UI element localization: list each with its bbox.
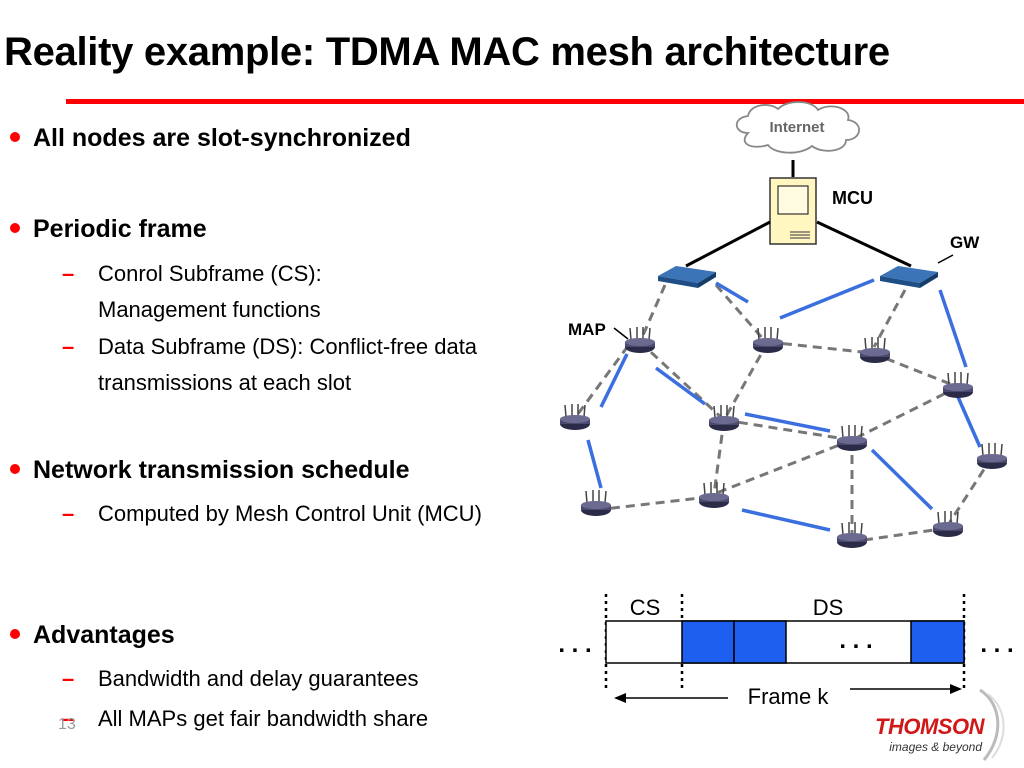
bullet-text: Advantages: [33, 621, 175, 649]
link: [654, 366, 707, 406]
slide-title: Reality example: TDMA MAC mesh architect…: [4, 30, 890, 74]
dash-icon: –: [62, 334, 75, 359]
logo-tagline: images & beyond: [889, 740, 982, 754]
sub-bullet-cs: – Conrol Subframe (CS): Management funct…: [62, 256, 392, 328]
link: [595, 496, 701, 512]
link: [938, 289, 968, 368]
page-number: 13: [58, 716, 76, 733]
ds-slot: [910, 620, 965, 664]
gateway-right-icon: [880, 266, 938, 288]
bullet-dot-icon: [10, 132, 20, 143]
mesh-router-icon: [836, 521, 868, 549]
bullet-slot-sync: All nodes are slot-synchronized: [10, 124, 411, 153]
dash-icon: –: [62, 261, 75, 286]
mesh-router-icon: [752, 326, 784, 354]
link: [714, 284, 766, 341]
mesh-router-icon: [708, 404, 740, 432]
mesh-router-icon: [976, 442, 1008, 470]
arrow-left-icon: [614, 693, 626, 703]
bullet-advantages: Advantages: [10, 621, 175, 650]
link: [722, 341, 770, 421]
mesh-router-icon: [624, 326, 656, 354]
mesh-router-icon: [932, 510, 964, 538]
frame-label: Frame k: [748, 684, 830, 709]
internet-label: Internet: [769, 119, 824, 136]
link: [599, 353, 629, 408]
sub-bullet-ds: – Data Subframe (DS): Conflict-free data…: [62, 329, 532, 401]
mesh-router-icon: [580, 489, 612, 517]
mcu-gw-right-link: [816, 220, 912, 268]
mesh-router-icon: [836, 424, 868, 452]
ds-label: DS: [813, 595, 844, 620]
link: [713, 438, 853, 496]
sub-bullet-text: Data Subframe (DS): Conflict-free data t…: [98, 334, 478, 395]
mesh-router-icon: [859, 336, 891, 364]
bullet-text: Periodic frame: [33, 215, 207, 243]
sub-bullet-text: All MAPs get fair bandwidth share: [98, 706, 429, 731]
bullet-list: All nodes are slot-synchronized Periodic…: [10, 124, 532, 737]
link: [712, 419, 726, 495]
mcu-gw-left-link: [685, 220, 771, 268]
thomson-logo: THOMSON images & beyond: [852, 688, 1024, 768]
link: [872, 289, 907, 348]
bullet-dot-icon: [10, 464, 20, 475]
ds-slot: [681, 620, 735, 664]
link: [767, 340, 873, 355]
frame-structure: CS DS . . . . . . . . . Frame k: [558, 594, 1014, 709]
sub-bullet-text: Computed by Mesh Control Unit (MCU): [98, 501, 482, 526]
mcu-computer-icon: [769, 177, 817, 245]
link: [779, 278, 875, 320]
gateway-left-icon: [658, 266, 716, 288]
scheduled-links: [586, 278, 982, 532]
dash-icon: –: [62, 501, 75, 526]
bullet-schedule: Network transmission schedule: [10, 456, 410, 485]
link: [744, 412, 831, 433]
link: [638, 340, 726, 422]
bullet-text: All nodes are slot-synchronized: [33, 124, 411, 152]
link: [851, 385, 959, 442]
map-label: MAP: [568, 320, 606, 339]
logo-brand: THOMSON: [875, 714, 984, 739]
bullet-dot-icon: [10, 629, 20, 640]
gw-pointer: [937, 254, 954, 264]
link: [715, 281, 749, 304]
right-ellipsis: . . .: [980, 631, 1013, 658]
slot-ellipsis: . . .: [839, 627, 872, 654]
sub-bullet-fairness: – All MAPs get fair bandwidth share: [62, 701, 532, 737]
bullet-text: Network transmission schedule: [33, 456, 410, 484]
link: [870, 448, 934, 511]
mcu-label: MCU: [832, 188, 873, 208]
sub-bullet-mcu: – Computed by Mesh Control Unit (MCU): [62, 496, 532, 532]
sub-bullet-bandwidth: – Bandwidth and delay guarantees: [62, 661, 532, 697]
dashed-links: [573, 284, 994, 542]
dash-icon: –: [62, 706, 75, 731]
ds-slot: [733, 620, 787, 664]
map-pointer: [613, 327, 629, 340]
arrow-right-icon: [950, 684, 962, 694]
mesh-router-icon: [559, 403, 591, 431]
logo-swoosh-icon: [979, 688, 1005, 761]
gw-label: GW: [950, 233, 980, 252]
dash-icon: –: [62, 666, 75, 691]
bullet-dot-icon: [10, 223, 20, 234]
title-underline: [66, 99, 1024, 104]
link: [723, 418, 853, 442]
cs-label: CS: [630, 595, 661, 620]
bullet-periodic-frame: Periodic frame: [10, 215, 207, 244]
link: [741, 508, 831, 532]
left-ellipsis: . . .: [558, 631, 591, 658]
sub-bullet-text: Conrol Subframe (CS): Management functio…: [98, 261, 322, 322]
sub-bullet-text: Bandwidth and delay guarantees: [98, 666, 419, 691]
mesh-router-icon: [942, 371, 974, 399]
link: [638, 284, 667, 343]
link: [586, 439, 603, 489]
link: [956, 396, 982, 448]
link: [946, 456, 994, 526]
internet-cloud-icon: [735, 101, 860, 154]
